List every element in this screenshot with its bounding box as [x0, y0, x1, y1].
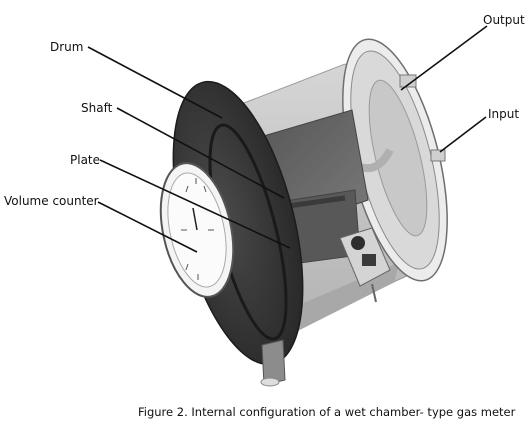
- volume-counter-label: Volume counter: [4, 194, 99, 208]
- input-label: Input: [488, 107, 520, 121]
- figure-caption: Figure 2. Internal configuration of a we…: [138, 405, 516, 419]
- output-leader-line: [400, 25, 488, 91]
- output-fitting: [399, 74, 417, 88]
- shaft-leader-line: [116, 107, 285, 199]
- plate-label: Plate: [70, 153, 101, 167]
- internal-pipe: [344, 148, 394, 173]
- output-label: Output: [483, 13, 525, 27]
- drum-label: Drum: [50, 40, 84, 54]
- rear-flange: [342, 38, 448, 282]
- input-leader-line: [439, 116, 487, 153]
- input-fitting: [430, 149, 446, 162]
- plate-leader-line: [99, 159, 291, 249]
- drum-leader-line: [87, 46, 223, 119]
- shaft-label: Shaft: [81, 101, 113, 115]
- volume-counter-leader-line: [97, 201, 198, 253]
- support-leg: [260, 339, 286, 387]
- valve-block: [339, 227, 391, 303]
